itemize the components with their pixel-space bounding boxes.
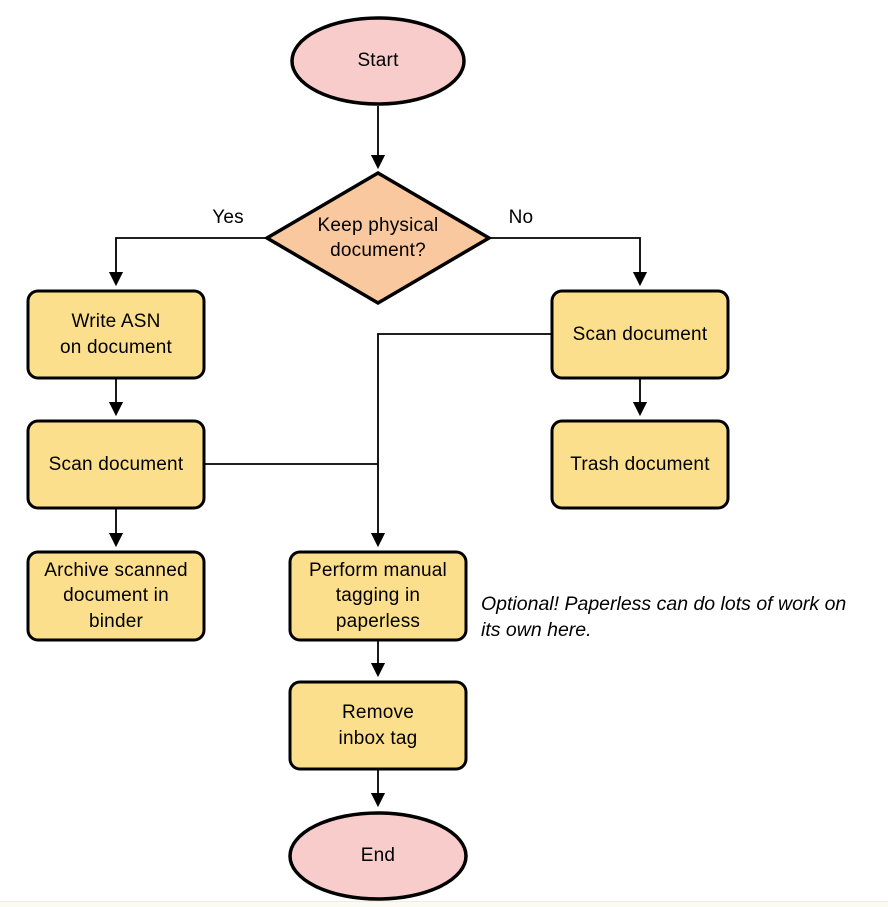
remove-inbox-node-shape	[288, 680, 468, 771]
yes-branch-label: Yes	[212, 207, 244, 228]
end-node-shape	[288, 811, 468, 901]
edge-decision-no-to-scan-right	[489, 237, 648, 287]
scan-left-node-shape	[26, 419, 206, 510]
decision-node-shape	[263, 170, 493, 306]
tagging-node-shape	[288, 550, 468, 642]
trash-node-shape	[550, 419, 730, 510]
archive-node-shape	[26, 550, 206, 642]
no-branch-label: No	[508, 207, 534, 228]
edge-decision-yes-to-write-asn	[108, 237, 267, 287]
edge-scan-right-to-tagging	[370, 333, 552, 548]
write-asn-node-shape	[26, 289, 206, 380]
scan-right-node-shape	[550, 289, 730, 380]
optional-note: Optional! Paperless can do lots of work …	[481, 593, 847, 641]
bottom-edge-strip	[0, 901, 888, 907]
start-node-shape	[290, 16, 466, 106]
